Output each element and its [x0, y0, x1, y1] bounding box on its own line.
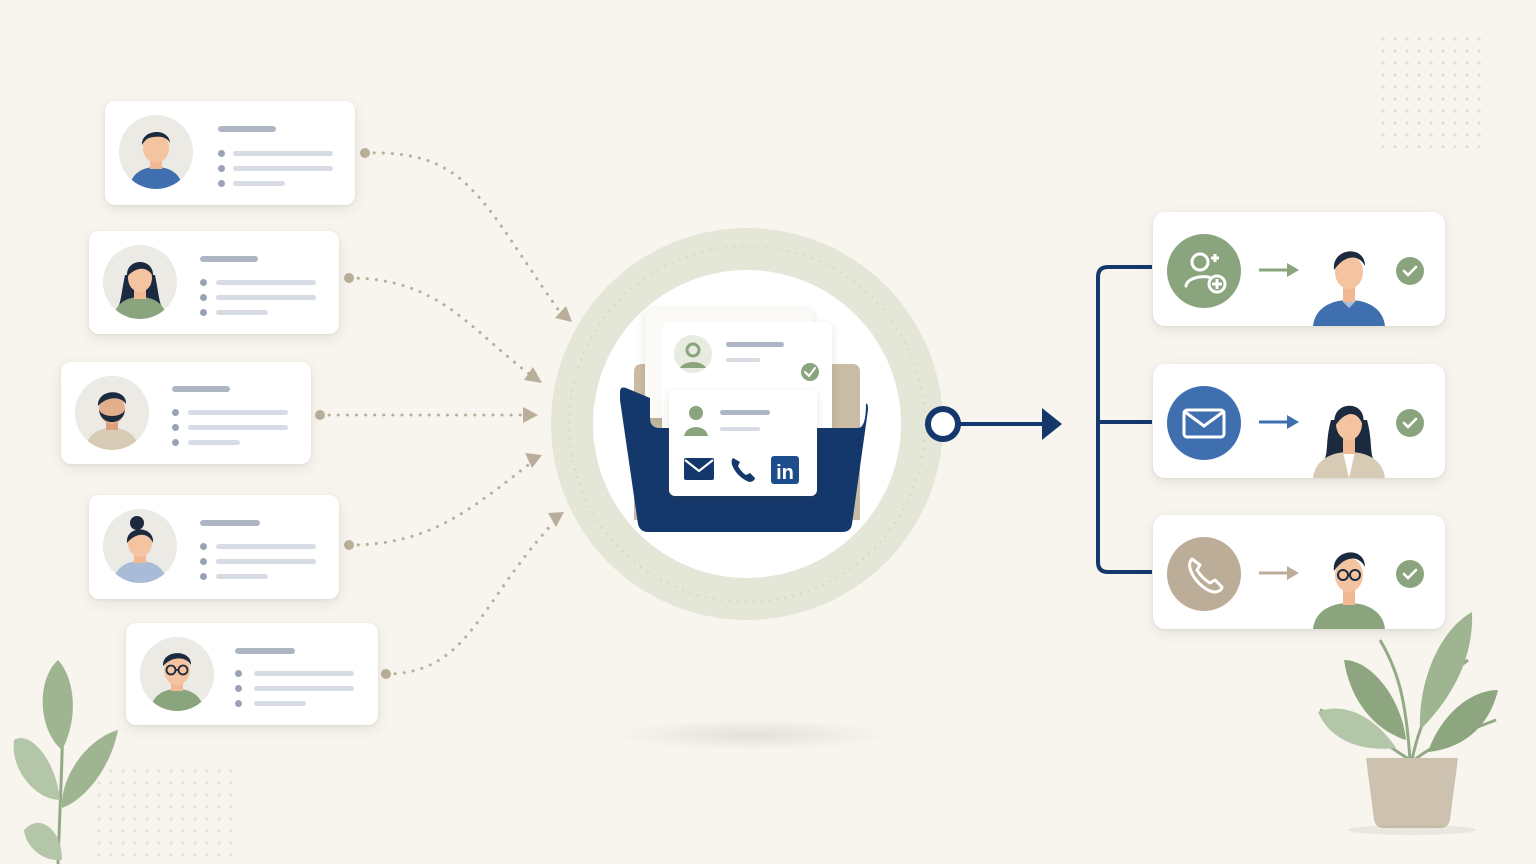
output-card-add-contact[interactable]: [1153, 212, 1445, 326]
location-pin-icon: [685, 342, 701, 358]
man-short-hair-avatar-icon: [119, 115, 193, 189]
envelope-icon: [684, 458, 714, 480]
leaf-branch-left: [13, 660, 118, 864]
dot-grid-bottom-left: [92, 768, 242, 864]
woman-long-hair-avatar-icon: [103, 245, 177, 319]
plant-pot: [1366, 758, 1458, 828]
avatar: [75, 376, 149, 450]
arrow-right-icon: [1259, 263, 1299, 277]
woman-beige-jacket-person-icon: [1313, 405, 1385, 478]
potted-plant-right: [1318, 612, 1498, 835]
avatar: [103, 245, 177, 319]
source-card-1[interactable]: [105, 101, 355, 205]
avatar: [103, 509, 177, 583]
branch-bracket: [1096, 265, 1152, 574]
phone-icon[interactable]: [1167, 537, 1241, 611]
connector-arrowhead-3: [523, 407, 538, 423]
output-arrowhead: [1042, 408, 1062, 440]
avatar: [119, 115, 193, 189]
phone-icon: [731, 458, 755, 482]
output-card-email[interactable]: [1153, 364, 1445, 478]
check-icon: [1396, 257, 1424, 285]
connector-arrowhead-2: [524, 367, 542, 383]
avatar: [140, 637, 214, 711]
source-card-5[interactable]: [126, 623, 378, 725]
output-card-phone[interactable]: [1153, 515, 1445, 629]
person-icon: [689, 406, 703, 420]
linkedin-icon: [771, 456, 799, 484]
woman-bun-avatar-icon: [103, 509, 177, 583]
arrow-right-icon: [1259, 415, 1299, 429]
check-icon: [1396, 560, 1424, 588]
man-glasses-avatar-icon: [140, 637, 214, 711]
man-glasses-green-person-icon: [1313, 552, 1385, 629]
connector-2: [347, 276, 534, 378]
linkedin-label: in: [776, 462, 794, 484]
man-beard-avatar-icon: [75, 376, 149, 450]
connector-arrowhead-5: [548, 512, 564, 527]
source-card-4[interactable]: [89, 495, 339, 599]
arrow-right-icon: [1259, 566, 1299, 580]
source-card-3[interactable]: [61, 362, 311, 464]
connector-1: [363, 151, 564, 317]
connector-arrowhead-1: [555, 306, 572, 322]
connector-arrowhead-4: [525, 453, 542, 468]
output-node: [925, 406, 961, 442]
man-blue-shirt-person-icon: [1313, 251, 1385, 326]
dot-grid-top-right: [1376, 28, 1486, 148]
source-card-2[interactable]: [89, 231, 339, 334]
connector-4: [347, 460, 534, 547]
hub-floor-shadow: [612, 719, 892, 751]
connector-5: [384, 518, 558, 676]
add-user-icon[interactable]: [1167, 234, 1241, 308]
check-icon: [1396, 409, 1424, 437]
envelope-icon[interactable]: [1167, 386, 1241, 460]
